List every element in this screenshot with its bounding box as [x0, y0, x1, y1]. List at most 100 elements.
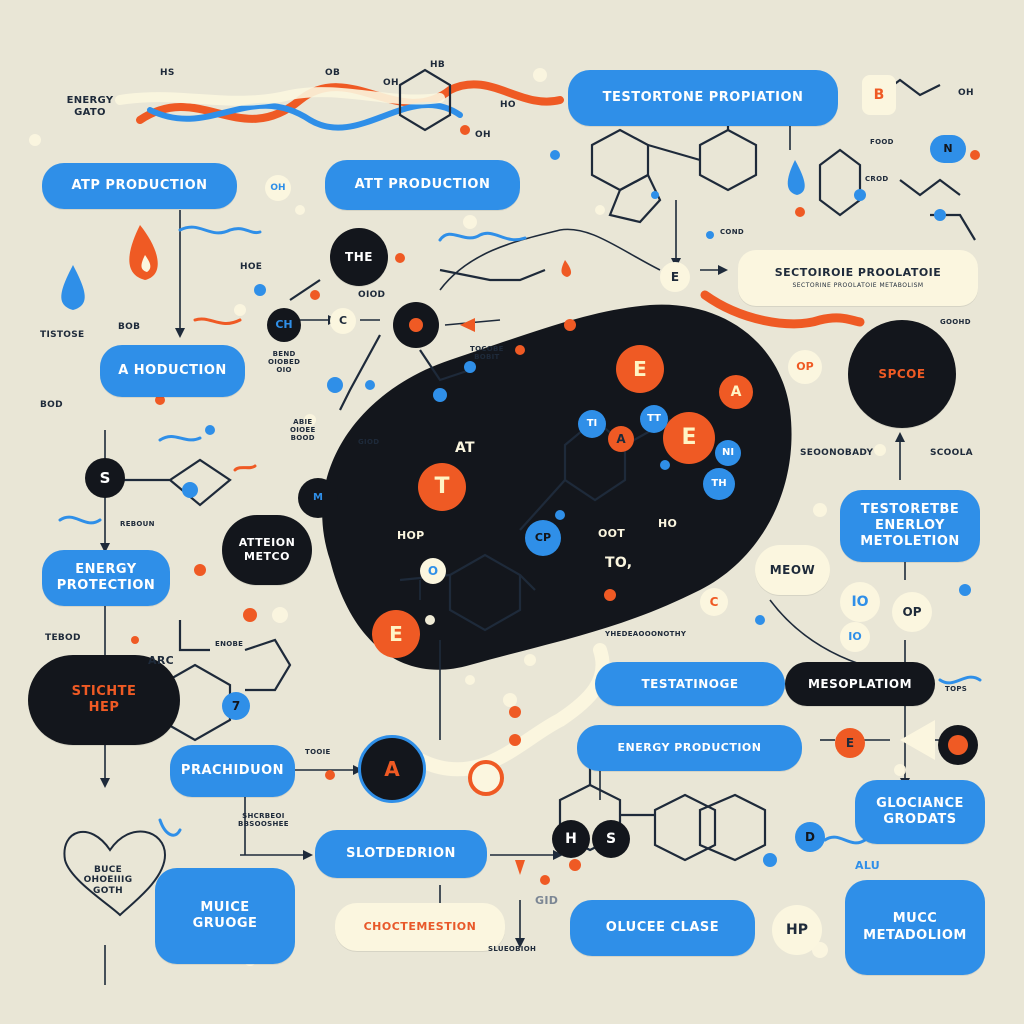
atom-e-top: E — [616, 345, 664, 393]
pill-meow: MEOW — [755, 545, 830, 595]
atom-tt: TT — [640, 405, 668, 433]
note-to: TO, — [605, 555, 633, 571]
atom-cp: CP — [525, 520, 561, 556]
note-gid: GID — [535, 894, 559, 907]
note-cond: COND — [720, 228, 744, 236]
atom-a-center: A — [608, 426, 634, 452]
note-slueobion: SLUEOBIOH — [488, 945, 537, 953]
atom-e-bottom: E — [372, 610, 420, 658]
atom-e-small: E — [660, 262, 690, 292]
atom-io-1: IO — [840, 582, 880, 622]
ribbon-cream-top — [115, 87, 445, 106]
atom-hp-bottom: HP — [772, 905, 822, 955]
note-hoe: HOE — [240, 262, 263, 272]
note-arc: ARC — [148, 654, 174, 667]
note-hop: HOP — [397, 529, 425, 542]
note-goohd: GOOHD — [940, 318, 971, 326]
pill-a-hoduction: A HODUCTION — [100, 345, 245, 397]
ribbon-blue-top — [147, 101, 463, 131]
note-ob: OB — [325, 68, 341, 78]
atom-oh-top: OH — [265, 175, 291, 201]
atom-o-center: O — [420, 558, 446, 584]
note-oh2: OH — [475, 130, 491, 140]
atom-e-orange-right: E — [835, 728, 865, 758]
atom-op-right: OP — [892, 592, 932, 632]
atom-7: 7 — [222, 692, 250, 720]
pill-energy-production: ENERGY PRODUCTION — [577, 725, 802, 771]
note-reboun: REBOUN — [120, 520, 155, 528]
note-alu: ALU — [855, 859, 880, 872]
pill-practiduon: PRACHIDUON — [170, 745, 295, 797]
ribbon-orange-right — [700, 290, 865, 329]
note-scoola: SCOOLA — [930, 448, 973, 458]
pill-atp-production-left: ATP PRODUCTION — [42, 163, 237, 209]
note-tistose: TISTOSE — [40, 330, 85, 340]
pill-olucee-clase: OLUCEE CLASE — [570, 900, 755, 956]
note-food: FOOD — [870, 138, 894, 146]
pill-choctemestion: CHOCTEMESTION — [335, 903, 505, 951]
atom-t: T — [418, 463, 466, 511]
note-bob: BOB — [118, 322, 141, 332]
note-shorbeoi: SHCRBEOI BBSOOSHEE — [238, 812, 289, 829]
atom-a-orange: A — [719, 375, 753, 409]
heart-icon — [63, 830, 167, 917]
pill-glucance: GLOCIANCE GRODATS — [855, 780, 985, 844]
note-tops: TOPS — [945, 685, 968, 693]
atom-e-right: E — [663, 412, 715, 464]
pill-muice-grooge: MUICE GRUOGE — [155, 868, 295, 964]
atom-n-top-right: N — [930, 135, 966, 163]
pill-sectorine-prodlatore: SECTOIROIE PROOLATOIE SECTORINE PROOLATO… — [738, 250, 978, 306]
pill-energy-protection: ENERGY PROTECTION — [42, 550, 170, 606]
drop-icon-blue-top — [787, 160, 805, 195]
drop-icon-blue-left — [61, 265, 85, 310]
note-giod: GIOD — [358, 438, 380, 446]
note-bend: BEND OIOBED OIO — [268, 350, 301, 375]
atom-e-cream: OP — [788, 350, 822, 384]
node-dark-right — [938, 725, 978, 765]
pill-mucc-metadoliom: MUCC METADOLIOM — [845, 880, 985, 975]
atom-s-bottom: S — [592, 820, 630, 858]
note-crod: CROD — [865, 175, 889, 183]
atom-b-top-right: B — [862, 75, 896, 115]
drop-icon-orange-left — [129, 225, 158, 280]
note-tooe: TOOIE — [305, 748, 331, 756]
blob-atteion-metco: ATTEION METCO — [222, 515, 312, 585]
white-triangle — [900, 720, 935, 760]
pill-testortone-propiation: TESTORTONE PROPIATION — [568, 70, 838, 126]
sectorine-subtitle: SECTORINE PROOLATOIE METABOLISM — [792, 282, 924, 290]
note-tocobe: TOCOBE BOBIT — [470, 345, 504, 362]
atom-c-right: C — [700, 588, 728, 616]
node-dark-center-left — [393, 302, 439, 348]
atom-c-left: C — [330, 308, 356, 334]
pill-testatinoge: TESTATINOGE — [595, 662, 785, 706]
note-energy-gato: ENERGY GATO — [66, 95, 114, 118]
blob-the: THE — [330, 228, 388, 286]
atom-h-bottom: H — [552, 820, 590, 858]
note-seooonbady: SEOONOBADY — [800, 448, 874, 458]
pill-slotdedrion: SLOTDEDRION — [315, 830, 487, 878]
atom-ni: NI — [715, 440, 741, 466]
atom-s-left: S — [85, 458, 125, 498]
note-tebod: TEBOD — [45, 633, 81, 643]
atom-ti: TI — [578, 410, 606, 438]
node-orange-dot — [409, 318, 423, 332]
blob-spcoe: SPCOE — [848, 320, 956, 428]
note-oh-top: OH — [958, 88, 974, 98]
atom-ch: CH — [267, 308, 301, 342]
atom-a-bottom: A — [358, 735, 426, 803]
atom-io-2: IO — [840, 622, 870, 652]
atom-m: M — [298, 478, 338, 518]
note-hs: HS — [160, 68, 175, 78]
atom-d-bottom: D — [795, 822, 825, 852]
note-buce: BUCE OHOEIIIG GOTH — [83, 865, 133, 896]
note-oiod: OIOD — [358, 290, 386, 300]
sectorine-title: SECTOIROIE PROOLATOIE — [774, 266, 942, 280]
pill-mesoplation: MESOPLATIOM — [785, 662, 935, 706]
pill-att-production-center: ATT PRODUCTION — [325, 160, 520, 210]
note-bod: BOD — [40, 400, 63, 410]
note-at-o: AT — [455, 440, 475, 456]
pill-testorebe: TESTORETBE ENERLOY METOLETION — [840, 490, 980, 562]
note-ho: HO — [500, 100, 516, 110]
node-ring-bottom — [468, 760, 504, 796]
note-oh: OH — [383, 78, 399, 88]
